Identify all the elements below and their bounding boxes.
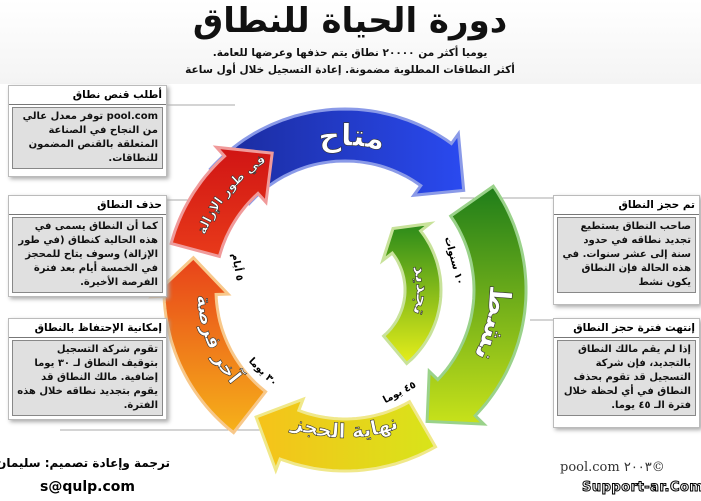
info-box-registered: تم حجز النطاق صاحب النطاق يستطيع تجديد ن…	[553, 195, 700, 305]
arrow-available	[208, 107, 466, 206]
source: pool.com ٢٠٠٣©	[560, 460, 665, 475]
box-title: إنتهت فترة حجز النطاق	[554, 319, 699, 338]
box-title: أطلب قنص نطاق	[9, 86, 166, 105]
subtitle-line-1: يوميا أكثر من ٢٠٠٠٠ نطاق يتم حذفها وعرضه…	[212, 47, 488, 59]
page-title: دورة الحياة للنطاق	[192, 1, 508, 41]
box-body: صاحب النطاق يستطيع تجديد نطاقه في حدود س…	[557, 217, 696, 293]
arrow-end-of-registration	[254, 396, 438, 475]
box-title: إمكانية الإحتفاظ بالنطاق	[9, 319, 166, 338]
arrow-renew	[379, 221, 443, 366]
watermark: Support-ar.Com	[581, 480, 701, 496]
label-renew: تجديد	[408, 263, 433, 318]
box-body: كما أن النطاق يسمى في هذه الحالية كنطاق …	[12, 217, 163, 293]
arrow-last-chance	[148, 255, 268, 435]
arrow-active	[425, 184, 528, 426]
arrow-pending-delete	[169, 145, 274, 259]
info-box-redemption: إمكانية الإحتفاظ بالنطاق تقوم شركة التسج…	[8, 318, 167, 420]
subtitle-line-2: أكثر النطاقات المطلوبة مضمونة. إعادة الت…	[185, 64, 515, 76]
duration-45-days: ٤٥ يوما	[381, 380, 418, 406]
credit-email: s@qulp.com	[40, 479, 135, 495]
info-box-expired: إنتهت فترة حجز النطاق إذا لم يقم مالك ال…	[553, 318, 700, 428]
duration-10-years: ١٠ سنوات	[442, 236, 465, 287]
duration-5-days: ٥ أيام	[229, 252, 247, 282]
box-body: إذا لم يقم مالك النطاق بالتجديد، فإن شرك…	[557, 340, 696, 416]
box-body: pool.com توفر معدل عالي من النجاح في الص…	[12, 107, 163, 169]
box-title: تم حجز النطاق	[554, 196, 699, 215]
info-box-deletion: حذف النطاق كما أن النطاق يسمى في هذه الح…	[8, 195, 167, 297]
credit: ترجمة وإعادة تصميم: سليمان	[0, 456, 170, 470]
box-title: حذف النطاق	[9, 196, 166, 215]
box-body: تقوم شركة التسجيل بتوقيف النطاق لـ ٣٠ يو…	[12, 340, 163, 416]
header-background	[0, 0, 701, 84]
info-box-backorder: أطلب قنص نطاق pool.com توفر معدل عالي من…	[8, 85, 167, 177]
